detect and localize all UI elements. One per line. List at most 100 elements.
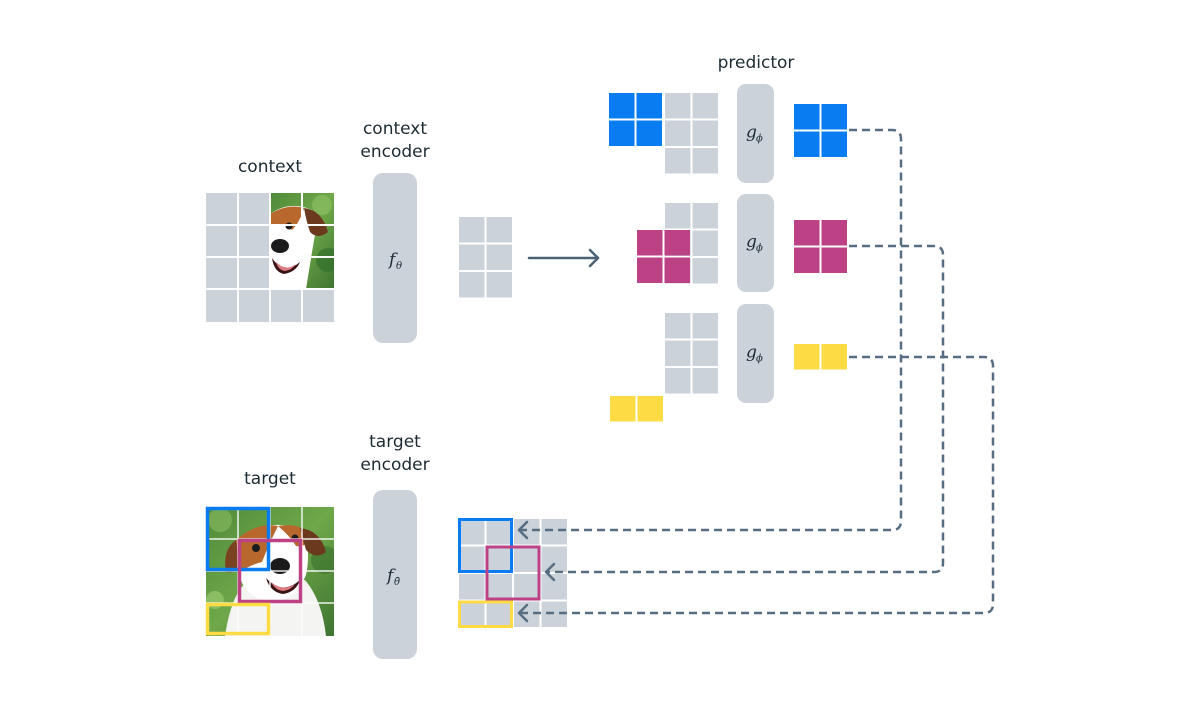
predictor-block-shape bbox=[737, 84, 774, 183]
mask-token-blue bbox=[636, 93, 662, 119]
mask-token-blue bbox=[609, 120, 635, 146]
predicted-embedding-magenta bbox=[794, 220, 820, 246]
mask-token-magenta bbox=[637, 257, 663, 283]
arrowhead-icon bbox=[544, 562, 556, 582]
predictor-context-patch bbox=[665, 148, 691, 174]
predictor-context-patch bbox=[692, 120, 718, 146]
predictor-context-patch bbox=[665, 93, 691, 119]
predictor-context-patch bbox=[692, 203, 718, 229]
target-embedding bbox=[459, 519, 567, 627]
predicted-embedding-blue bbox=[821, 131, 847, 157]
target-encoder-subscript: θ̄ bbox=[394, 577, 400, 588]
predictor-context-patch bbox=[665, 340, 691, 366]
right-arrow-icon bbox=[527, 248, 600, 268]
dashed-connector-blue bbox=[520, 128, 903, 532]
context-grid-lines bbox=[206, 193, 334, 322]
context-embedding-patch bbox=[459, 244, 485, 270]
context-embedding-patch bbox=[486, 272, 512, 298]
predicted-embedding-magenta bbox=[794, 247, 820, 273]
target-embedding-patch bbox=[459, 574, 485, 600]
target-encoder-label-line2: encoder bbox=[360, 455, 429, 475]
target-image-frames bbox=[205, 506, 303, 636]
predicted-embedding-blue bbox=[794, 104, 820, 130]
predictor-context-patch bbox=[692, 313, 718, 339]
predictor-context-patch bbox=[665, 203, 691, 229]
target-embedding-patch bbox=[486, 519, 512, 545]
predictor-subscript: ϕ bbox=[756, 134, 763, 145]
predictor-context-patch bbox=[692, 258, 718, 284]
context-encoder-block: f θ bbox=[373, 173, 417, 343]
target-embedding-patch bbox=[486, 601, 512, 627]
target-embedding-patch bbox=[486, 546, 512, 572]
context-embedding-patch bbox=[459, 272, 485, 298]
target-embedding-patch bbox=[541, 519, 567, 545]
mask-token-blue bbox=[609, 93, 635, 119]
predictor-context-patch bbox=[692, 340, 718, 366]
predictor-context-patch bbox=[692, 93, 718, 119]
target-embedding-frame-magenta bbox=[485, 545, 541, 601]
mask-token-yellow bbox=[610, 396, 636, 422]
predictor-symbol: g bbox=[746, 232, 757, 252]
predictor-subscript: ϕ bbox=[756, 354, 763, 365]
context-image bbox=[206, 193, 334, 322]
predictor-subscript: ϕ bbox=[756, 243, 763, 254]
target-image-frame-yellow bbox=[205, 602, 271, 636]
predicted-embedding-magenta bbox=[821, 247, 847, 273]
predictor-context-patch bbox=[692, 230, 718, 256]
target-embedding-frames bbox=[458, 518, 541, 628]
target-embedding-patch bbox=[541, 574, 567, 600]
predictor-context-patch bbox=[665, 313, 691, 339]
context-embedding-patch bbox=[459, 217, 485, 243]
target-embedding-patch bbox=[459, 519, 485, 545]
mask-token-yellow bbox=[637, 396, 663, 422]
predicted-embedding-magenta bbox=[821, 220, 847, 246]
predictor-context-patch bbox=[665, 120, 691, 146]
predicted-embedding-blue bbox=[821, 104, 847, 130]
target-label: target bbox=[244, 469, 296, 489]
target-encoder-block: f θ̄ bbox=[373, 490, 417, 659]
predictor-context-patch bbox=[665, 368, 691, 394]
arrowhead-icon bbox=[517, 520, 529, 540]
predictor-block-shape bbox=[737, 194, 774, 292]
predicted-embedding-blue bbox=[794, 131, 820, 157]
context-encoder-label-line1: context bbox=[363, 119, 427, 139]
predictor-context-patch bbox=[692, 148, 718, 174]
target-encoder-symbol: f bbox=[385, 566, 396, 586]
predictor-context-patch bbox=[692, 368, 718, 394]
predictor-block-shape bbox=[737, 304, 774, 403]
context-label: context bbox=[238, 157, 302, 177]
target-embedding-patch bbox=[486, 574, 512, 600]
target-embedding-patch bbox=[514, 574, 540, 600]
predicted-embedding-yellow bbox=[821, 344, 847, 370]
context-embedding-patch bbox=[486, 217, 512, 243]
context-embedding bbox=[459, 217, 512, 298]
context-encoder-subscript: θ bbox=[396, 261, 402, 272]
mask-token-magenta bbox=[664, 257, 690, 283]
target-image bbox=[205, 506, 334, 636]
target-encoder-label-line1: target bbox=[369, 432, 421, 452]
predicted-embedding-yellow bbox=[794, 344, 820, 370]
target-embedding-frame-yellow bbox=[458, 600, 513, 628]
predictor-symbol: g bbox=[746, 123, 757, 143]
dashed-connector-magenta bbox=[547, 244, 945, 574]
mask-token-magenta bbox=[637, 230, 663, 256]
mask-token-magenta bbox=[664, 230, 690, 256]
context-embedding-patch bbox=[486, 244, 512, 270]
predictor-symbol: g bbox=[746, 343, 757, 363]
predictor-label: predictor bbox=[718, 53, 795, 73]
context-encoder-label-line2: encoder bbox=[360, 142, 429, 162]
mask-token-blue bbox=[636, 120, 662, 146]
context-visible-photo bbox=[270, 193, 334, 289]
target-embedding-patch bbox=[459, 601, 485, 627]
target-embedding-patch bbox=[514, 546, 540, 572]
target-image-frame-magenta bbox=[237, 538, 303, 604]
target-embedding-patch bbox=[541, 546, 567, 572]
